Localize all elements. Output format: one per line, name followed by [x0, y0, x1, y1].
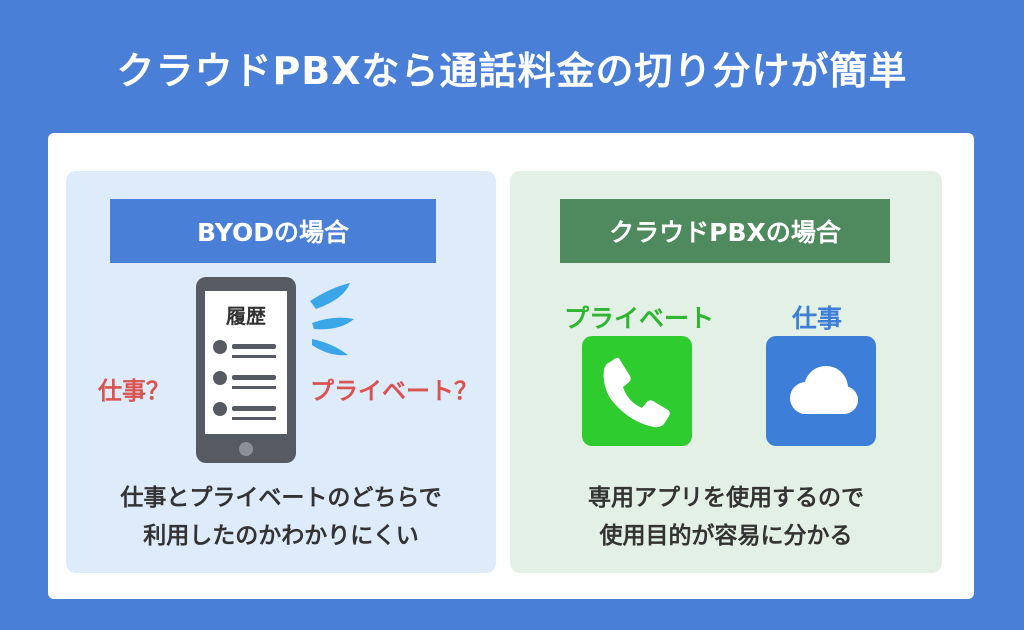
cloud-pbx-caption-line2: 使用目的が容易に分かる [599, 523, 853, 549]
cloud-pbx-label: クラウドPBXの場合 [560, 199, 890, 263]
cloud-pbx-panel: クラウドPBXの場合 プライベート 仕事 専用アプリを使用するので 使用目的が容… [510, 171, 942, 573]
byod-caption-line2: 利用したのかわかりにくい [143, 523, 419, 549]
byod-caption-line1: 仕事とプライベートのどちらで [120, 485, 442, 511]
work-label: 仕事 [792, 304, 843, 333]
content-card: BYODの場合 仕事？ 履歴 プライベート？ 仕事とプライベートの [48, 133, 974, 599]
history-label: 履歴 [226, 304, 266, 328]
question-private: プライベート？ [310, 377, 478, 405]
page-title: クラウドPBXなら通話料金の切り分けが簡単 [116, 49, 908, 93]
byod-caption: 仕事とプライベートのどちらで 利用したのかわかりにくい [66, 479, 496, 555]
phone-app-icon [582, 336, 692, 446]
byod-panel: BYODの場合 仕事？ 履歴 プライベート？ 仕事とプライベートの [66, 171, 496, 573]
cloud-app-icon [766, 336, 876, 446]
phone-icon [603, 357, 670, 428]
smartphone-icon: 履歴 [196, 277, 296, 463]
sweat-drops-icon [310, 283, 354, 356]
question-work: 仕事？ [98, 377, 170, 405]
cloud-pbx-caption-line1: 専用アプリを使用するので [588, 485, 864, 511]
byod-label: BYODの場合 [110, 199, 436, 263]
cloud-icon [790, 366, 858, 414]
cloud-pbx-caption: 専用アプリを使用するので 使用目的が容易に分かる [510, 479, 942, 555]
private-label: プライベート [564, 304, 715, 333]
